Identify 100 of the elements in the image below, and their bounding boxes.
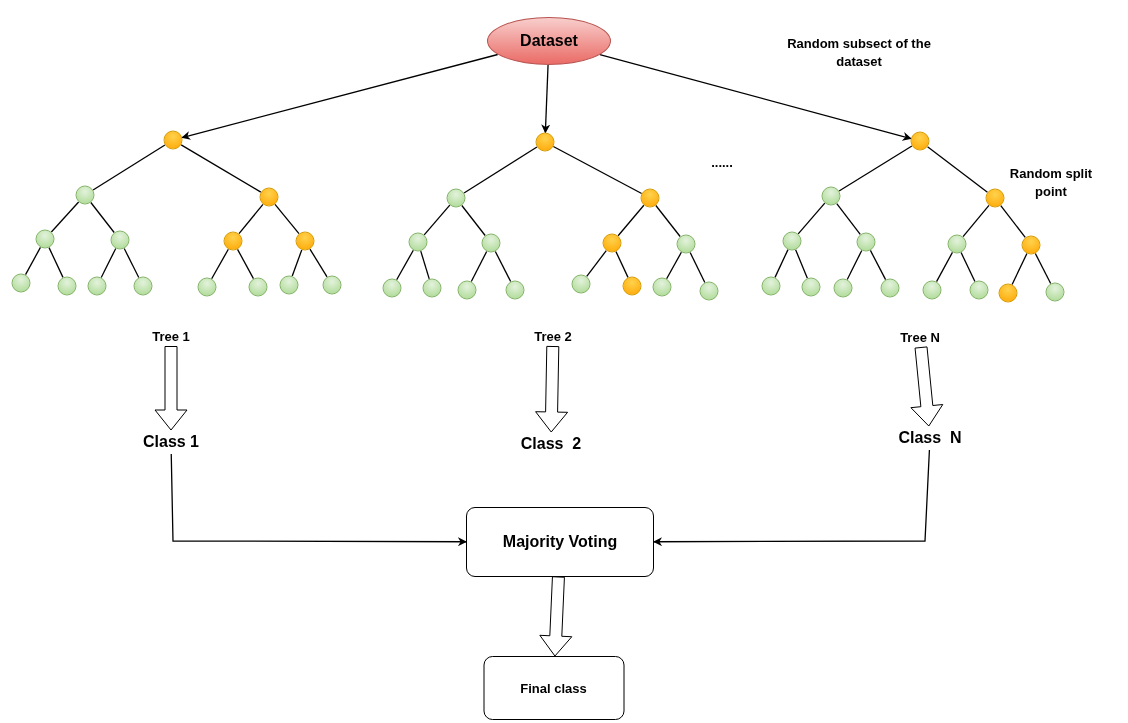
connector-line [236, 248, 255, 280]
connector-line [494, 250, 512, 283]
class-label: Class 2 [516, 432, 586, 456]
arrow [541, 64, 551, 134]
connector-line [100, 247, 117, 279]
connector-line [238, 203, 264, 235]
connector-line [211, 248, 229, 280]
connector-line [90, 201, 115, 234]
connector-line [123, 247, 140, 279]
connector-line [274, 203, 300, 235]
tree-label: Tree 1 [148, 325, 194, 347]
block-arrow [535, 345, 569, 433]
arrow [599, 54, 912, 141]
tree-node-circle [571, 274, 591, 294]
tree-node-circle [699, 281, 719, 301]
connector-line [795, 249, 808, 279]
connector-line [420, 250, 430, 280]
process-box: Final class [483, 656, 624, 720]
tree-node-circle [457, 280, 477, 300]
tree-node-circle [602, 233, 622, 253]
connector-line [1000, 204, 1026, 239]
tree-node-circle [998, 283, 1018, 303]
tree-node-circle [1021, 235, 1041, 255]
connector-line [1034, 252, 1052, 285]
tree-node-circle [969, 280, 989, 300]
connector-line [291, 249, 303, 277]
tree-node-circle [640, 188, 660, 208]
annotation-text: Random subsect of the dataset [786, 35, 932, 72]
connector-line [463, 146, 538, 194]
connector-line [838, 145, 913, 192]
connector-line [423, 204, 451, 236]
connector-line [586, 249, 607, 278]
connector-line [960, 251, 976, 283]
connector-line [461, 204, 486, 237]
tree-node-circle [197, 277, 217, 297]
tree-label: Tree 2 [530, 325, 576, 347]
connector-line [689, 251, 706, 284]
tree-node-circle [535, 132, 555, 152]
tree-node-circle [505, 280, 525, 300]
tree-node-circle [1045, 282, 1065, 302]
tree-node-circle [481, 233, 501, 253]
arrow [181, 53, 499, 140]
tree-node-circle [259, 187, 279, 207]
tree-node-circle [110, 230, 130, 250]
tree-node-circle [87, 276, 107, 296]
tree-node-circle [57, 276, 77, 296]
tree-node-circle [782, 231, 802, 251]
tree-node-circle [676, 234, 696, 254]
tree-node-circle [408, 232, 428, 252]
connector-line [666, 251, 682, 280]
connector-line [309, 248, 328, 278]
tree-node-circle [11, 273, 31, 293]
block-arrow [910, 346, 944, 427]
connector-line [24, 246, 42, 276]
dataset-ellipse: Dataset [487, 17, 611, 65]
arrow [170, 453, 467, 547]
tree-node-circle [322, 275, 342, 295]
connector-line [92, 144, 166, 191]
connector-line [180, 144, 262, 193]
connector-line [396, 249, 414, 281]
class-label: Class 1 [139, 430, 203, 454]
arrow [653, 449, 931, 547]
connector-line [617, 204, 645, 237]
tree-node-circle [35, 229, 55, 249]
connector-line [926, 146, 989, 193]
tree-node-circle [295, 231, 315, 251]
tree-node-circle [856, 232, 876, 252]
tree-node-circle [75, 185, 95, 205]
connector-line [615, 250, 629, 279]
connector-line [552, 145, 643, 195]
connector-line [797, 202, 826, 235]
tree-node-circle [163, 130, 183, 150]
tree-node-circle [833, 278, 853, 298]
connector-line [935, 251, 954, 283]
tree-node-circle [622, 276, 642, 296]
connector-line [1011, 252, 1028, 286]
tree-node-circle [801, 277, 821, 297]
process-box: Majority Voting [466, 507, 654, 577]
tree-node-circle [922, 280, 942, 300]
tree-node-circle [133, 276, 153, 296]
tree-node-circle [652, 277, 672, 297]
connector-line [50, 201, 80, 233]
tree-node-circle [223, 231, 243, 251]
tree-node-circle [422, 278, 442, 298]
connector-line [846, 249, 863, 281]
tree-node-circle [880, 278, 900, 298]
tree-label: Tree N [896, 326, 944, 348]
connector-line [48, 246, 64, 279]
connector-line [774, 248, 789, 279]
block-arrow [539, 576, 573, 657]
connector-line [470, 250, 488, 283]
tree-node-circle [248, 277, 268, 297]
tree-node-circle [985, 188, 1005, 208]
tree-node-circle [279, 275, 299, 295]
connector-line [962, 204, 990, 238]
annotation-text: ...... [710, 154, 734, 172]
class-label: Class N [894, 426, 966, 450]
annotation-text: Random split point [1008, 165, 1094, 202]
connector-line [869, 249, 887, 281]
tree-node-circle [821, 186, 841, 206]
